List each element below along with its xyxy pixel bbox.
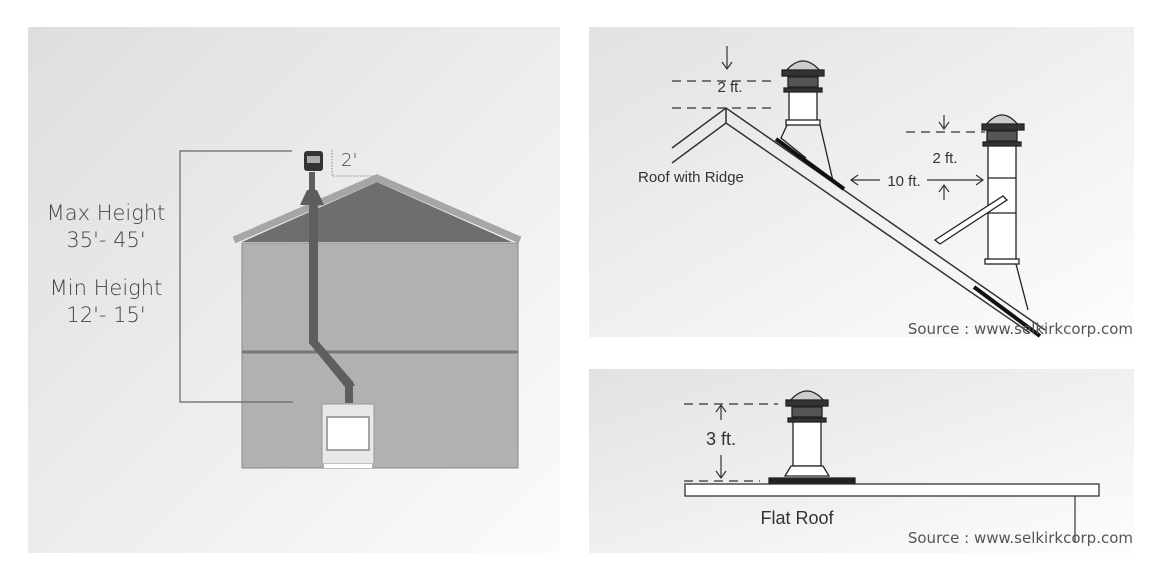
pellet-stove-icon bbox=[321, 403, 375, 468]
chimney-cap-1-icon bbox=[780, 60, 834, 182]
ridge-clearance-label: 2 ft. bbox=[717, 79, 742, 96]
flat-chimney-cap-icon bbox=[768, 390, 856, 484]
ridge-roof-title: Roof with Ridge bbox=[638, 169, 744, 186]
house-panel: 2' Max Height 35'- 45' Min Height 12'- 1… bbox=[28, 27, 560, 553]
roof-edge bbox=[232, 174, 522, 244]
flat-dashed-lines bbox=[684, 403, 778, 482]
house-upper-floor bbox=[241, 242, 519, 353]
flat-roof-slab bbox=[684, 483, 1100, 497]
min-height-value: 12'- 15' bbox=[66, 303, 145, 327]
ridge-dashed-lines bbox=[672, 80, 985, 133]
flashing-1 bbox=[774, 137, 846, 191]
horizontal-distance-label: 10 ft. bbox=[887, 173, 920, 190]
flat-source-caption: Source : www.selkirkcorp.com bbox=[908, 529, 1133, 547]
max-height-value: 35'- 45' bbox=[66, 228, 145, 252]
flat-dimension-arrows bbox=[715, 403, 727, 480]
flashing-2 bbox=[972, 285, 1042, 338]
ridge-source-caption: Source : www.selkirkcorp.com bbox=[908, 320, 1133, 338]
ridge-roof-panel: 2 ft. Roof with Ridge 10 ft. 2 ft. Sourc… bbox=[589, 27, 1134, 338]
clearance-label: 2' bbox=[341, 150, 357, 171]
chimney-cap-icon bbox=[304, 151, 323, 171]
flat-roof-panel: 3 ft. Flat Roof Source : www.selkirkcorp… bbox=[589, 369, 1134, 553]
min-height-label: Min Height bbox=[50, 276, 163, 300]
chimney-pipe bbox=[300, 172, 355, 403]
house-lower-floor bbox=[241, 352, 519, 469]
dimension-arrows bbox=[721, 46, 985, 200]
max-height-label: Max Height bbox=[47, 201, 166, 225]
flat-roof-title: Flat Roof bbox=[760, 508, 834, 528]
clearance-marker bbox=[331, 150, 375, 177]
height-bracket bbox=[179, 150, 293, 403]
side-clearance-label: 2 ft. bbox=[932, 150, 957, 167]
chimney-cap-2-icon bbox=[933, 114, 1029, 311]
flat-clearance-label: 3 ft. bbox=[706, 429, 736, 449]
